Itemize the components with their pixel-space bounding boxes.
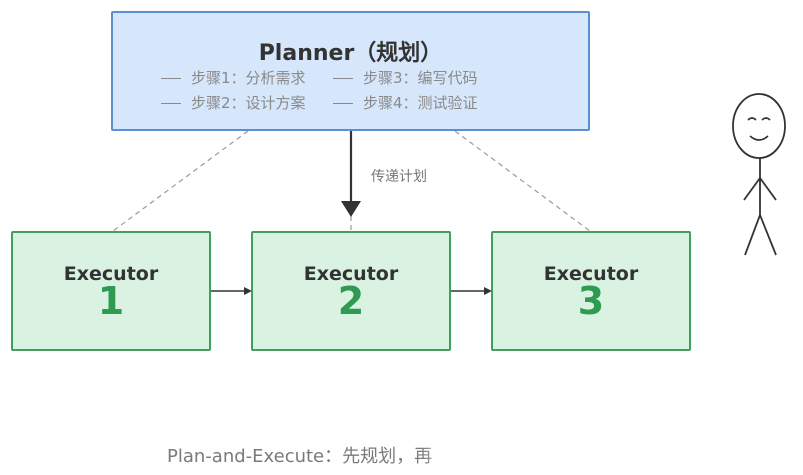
planner-title: Planner（规划） [258, 41, 443, 66]
executor-3-number: 3 [577, 279, 605, 323]
dashed-link-executor-3 [454, 130, 591, 232]
dash-icon [161, 78, 181, 79]
executor-3-label: Executor [543, 263, 639, 285]
step-3: 步骤3：编写代码 [333, 67, 478, 88]
step-1-text: 步骤1：分析需求 [191, 69, 306, 87]
step-4: 步骤4：测试验证 [333, 92, 478, 113]
caption-fade-overlay [420, 436, 510, 470]
arrow-executor-2-to-3-head [484, 287, 492, 295]
plan-arrow-head [341, 201, 361, 217]
caption-text: Plan-and-Execute：先规划，再 [167, 446, 433, 467]
planner-box: Planner（规划） 步骤1：分析需求 步骤3：编写代码 步骤2：设计方案 步… [111, 11, 590, 131]
step-2-text: 步骤2：设计方案 [191, 94, 306, 112]
arrow-executor-1-to-2-head [244, 287, 252, 295]
executor-2-label: Executor [303, 263, 399, 285]
step-3-text: 步骤3：编写代码 [363, 69, 478, 87]
step-1: 步骤1：分析需求 [161, 67, 306, 88]
dashed-link-executor-1 [112, 130, 249, 232]
step-4-text: 步骤4：测试验证 [363, 94, 478, 112]
executor-box-1: Executor 1 [11, 231, 211, 351]
dash-icon [161, 103, 181, 104]
dash-icon [333, 78, 353, 79]
executor-2-number: 2 [337, 279, 365, 323]
executor-1-number: 1 [97, 279, 125, 323]
executor-box-3: Executor 3 [491, 231, 691, 351]
executor-1-label: Executor [63, 263, 159, 285]
edge-label-pass-plan: 传递计划 [371, 169, 427, 185]
dash-icon [333, 103, 353, 104]
step-2: 步骤2：设计方案 [161, 92, 306, 113]
executor-box-2: Executor 2 [251, 231, 451, 351]
stick-figure-icon [732, 93, 786, 256]
